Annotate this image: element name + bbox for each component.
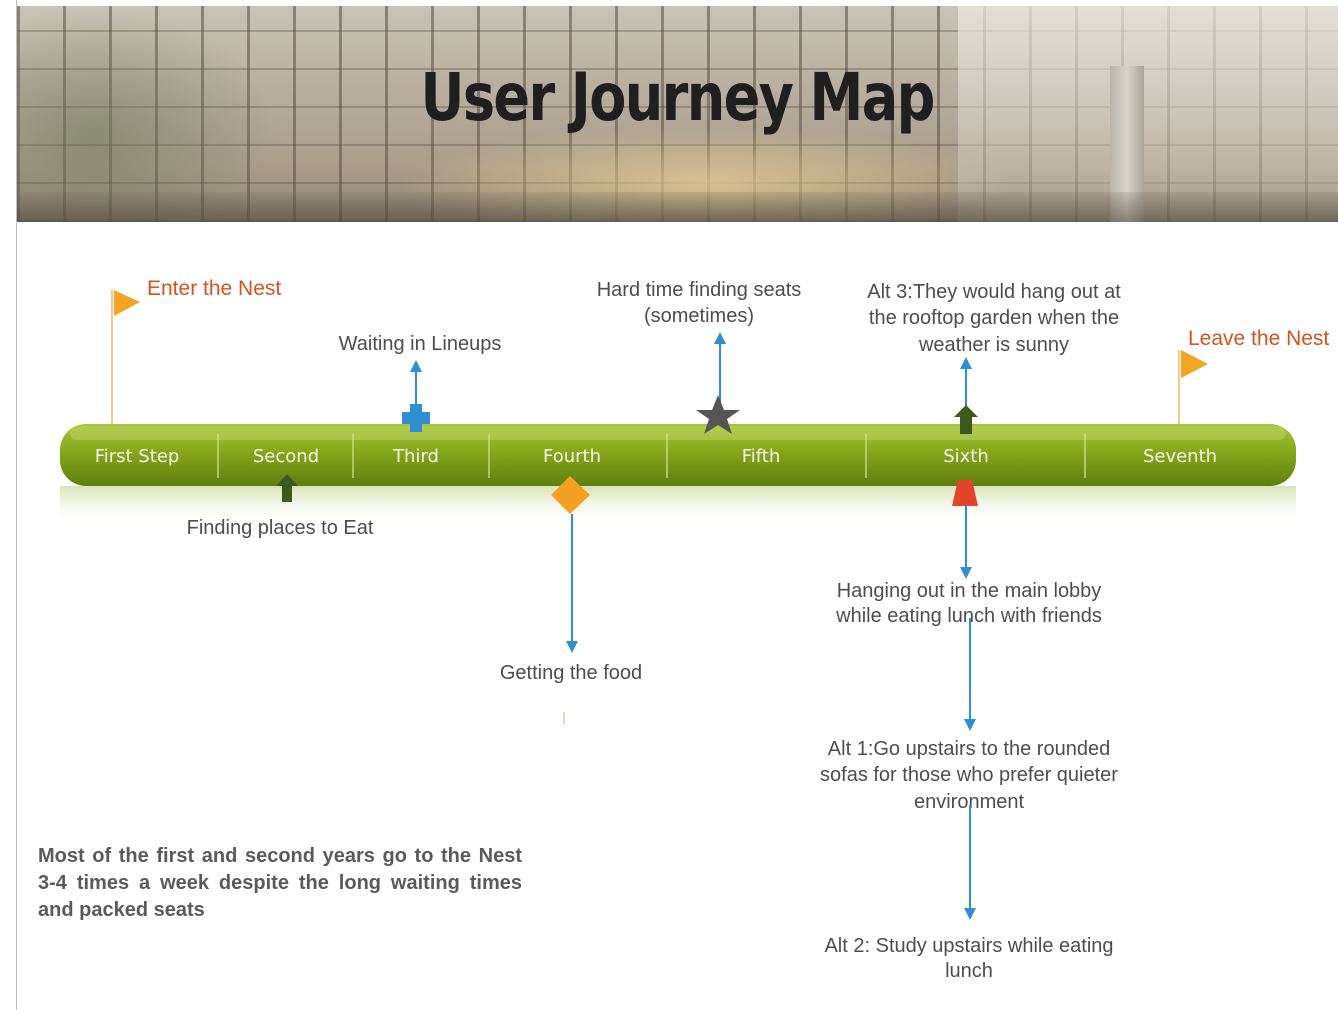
step-label: Third bbox=[392, 446, 439, 467]
header-banner-image bbox=[17, 6, 1338, 222]
event-label: Finding places to Eat bbox=[187, 517, 374, 539]
timeline-bar: First Step Second Third Fourth Fifth Six… bbox=[60, 424, 1296, 526]
enter-flag-label: Enter the Nest bbox=[147, 277, 281, 300]
event-label: the rooftop garden when the bbox=[869, 307, 1119, 329]
flag-icon bbox=[1181, 350, 1208, 378]
event-label: weather is sunny bbox=[918, 334, 1069, 356]
event-label: Alt 3:They would hang out at bbox=[867, 281, 1121, 303]
step-label: Seventh bbox=[1143, 446, 1217, 467]
step-label: Fifth bbox=[742, 446, 781, 467]
event-waiting: Waiting in Lineups bbox=[339, 333, 502, 432]
diamond-icon bbox=[551, 476, 590, 514]
step-label: Second bbox=[253, 446, 319, 467]
step-label: Sixth bbox=[943, 446, 989, 467]
green-arrow-up-icon bbox=[276, 474, 298, 502]
star-icon bbox=[696, 395, 740, 434]
event-label: while eating lunch with friends bbox=[835, 605, 1102, 627]
event-alt2: Alt 2: Study upstairs while eating lunch bbox=[824, 805, 1114, 982]
event-label: Hanging out in the main lobby bbox=[837, 580, 1102, 602]
event-alt1: Alt 1:Go upstairs to the rounded sofas f… bbox=[820, 618, 1118, 813]
event-alt3: Alt 3:They would hang out at the rooftop… bbox=[867, 281, 1121, 434]
event-label: Getting the food bbox=[500, 662, 642, 684]
event-label: Alt 2: Study upstairs while eating bbox=[824, 935, 1113, 957]
flag-icon bbox=[114, 290, 140, 316]
green-arrow-up-icon bbox=[954, 405, 978, 434]
page-title: User Journey Map bbox=[420, 59, 936, 136]
blue-cross-icon bbox=[402, 404, 430, 432]
red-trapezoid-icon bbox=[952, 480, 978, 506]
event-label: environment bbox=[914, 791, 1025, 813]
event-label: lunch bbox=[945, 960, 993, 982]
enter-flag: Enter the Nest bbox=[111, 277, 281, 425]
summary-note: Most of the first and second years go to… bbox=[38, 845, 522, 921]
leave-flag-label: Leave the Nest bbox=[1188, 327, 1329, 350]
step-label: First Step bbox=[95, 446, 180, 467]
step-label: Fourth bbox=[543, 446, 601, 467]
event-finding: Finding places to Eat bbox=[187, 474, 374, 539]
event-label: Hard time finding seats bbox=[597, 279, 802, 301]
event-label: sofas for those who prefer quieter bbox=[820, 764, 1118, 786]
event-label: Waiting in Lineups bbox=[339, 333, 502, 355]
event-getting-food: Getting the food bbox=[500, 476, 642, 724]
event-label: Alt 1:Go upstairs to the rounded bbox=[828, 738, 1110, 760]
frame-border bbox=[16, 0, 17, 1010]
event-label: (sometimes) bbox=[644, 305, 754, 327]
event-hard-time: Hard time finding seats (sometimes) bbox=[597, 279, 802, 434]
event-hanging-out: Hanging out in the main lobby while eati… bbox=[835, 480, 1102, 627]
leave-flag: Leave the Nest bbox=[1178, 327, 1329, 425]
